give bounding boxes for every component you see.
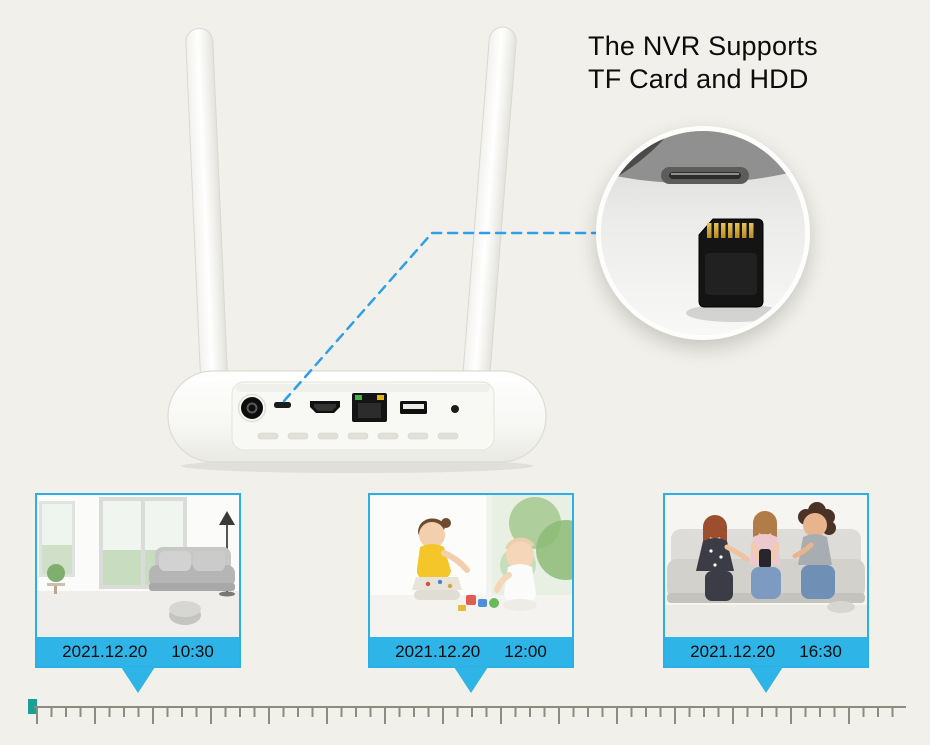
vent-slits	[257, 432, 459, 440]
micro-sd-card	[698, 218, 764, 308]
tf-card-slot	[274, 402, 291, 408]
timeline-ticks-major	[36, 708, 906, 724]
timeline-pointer-arrow	[749, 667, 783, 693]
power-jack	[237, 393, 267, 423]
ethernet-port	[352, 393, 387, 422]
device-body	[167, 370, 547, 463]
recording-thumbnail-2: 2021.12.20 12:00	[368, 493, 574, 693]
recording-thumbnail-1: 2021.12.20 10:30	[35, 493, 241, 693]
rear-ports	[237, 393, 459, 423]
page-title: The NVR Supports TF Card and HDD	[588, 30, 818, 96]
recording-preview-family	[665, 495, 867, 637]
page-title-line1: The NVR Supports	[588, 31, 818, 61]
timeline-ruler	[28, 698, 908, 730]
recording-date: 2021.12.20	[62, 641, 148, 661]
reset-hole	[451, 405, 459, 413]
left-antenna	[185, 27, 228, 391]
tf-card-closeup-inset	[596, 126, 810, 340]
recording-time: 16:30	[799, 641, 842, 661]
recording-date: 2021.12.20	[690, 641, 776, 661]
recording-preview-living-room	[37, 495, 239, 637]
recording-timestamp: 2021.12.20 10:30	[37, 637, 239, 666]
timeline-line	[34, 706, 906, 708]
right-antenna	[462, 26, 517, 389]
recording-timestamp: 2021.12.20 12:00	[370, 637, 572, 666]
closeup-tf-slot	[661, 167, 749, 184]
timeline-pointer-arrow	[121, 667, 155, 693]
timeline-pointer-arrow	[454, 667, 488, 693]
device-shadow	[181, 459, 533, 473]
page-title-line2: TF Card and HDD	[588, 64, 809, 94]
tf-card-closeup-photo	[601, 131, 805, 335]
card-shadow	[686, 304, 782, 322]
recording-time: 12:00	[504, 641, 547, 661]
recording-thumbnail-3: 2021.12.20 16:30	[663, 493, 869, 693]
hdmi-port	[310, 401, 340, 413]
recording-time: 10:30	[171, 641, 214, 661]
recording-timestamp: 2021.12.20 16:30	[665, 637, 867, 666]
usb-port	[400, 401, 427, 414]
recording-preview-kids-playing	[370, 495, 572, 637]
timeline-start-marker	[28, 699, 37, 714]
recording-date: 2021.12.20	[395, 641, 481, 661]
